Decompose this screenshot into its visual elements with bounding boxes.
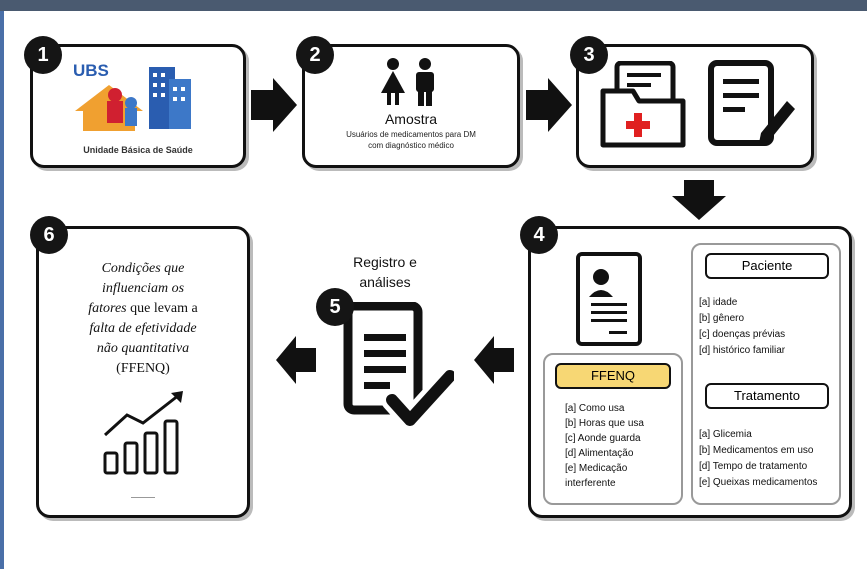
step2-number: 2 — [296, 36, 334, 74]
checklist-document-icon — [343, 302, 454, 431]
paciente-item: [d] histórico familiar — [699, 345, 786, 356]
step2-title: Amostra — [384, 111, 438, 127]
document-edit-icon — [708, 60, 795, 146]
paciente-list: [a] idade [b] gênero [c] doenças prévias… — [699, 295, 785, 359]
ffenq-item: [e] Medicação — [565, 463, 628, 474]
tratamento-item: [a] Glicemia — [699, 429, 752, 440]
step6-line-5: não quantitativa — [96, 341, 190, 356]
medical-folder-icon — [600, 61, 686, 148]
tratamento-item: [d] Tempo de tratamento — [699, 461, 808, 472]
paciente-item: [a] idade — [699, 297, 738, 308]
left-border — [0, 11, 4, 569]
tratamento-title: Tratamento — [705, 383, 829, 409]
tratamento-item: [e] Queixas medicamentos — [699, 477, 818, 488]
ffenq-panel — [543, 353, 683, 505]
ffenq-item: [d] Alimentação — [565, 448, 634, 459]
growth-chart-icon — [103, 391, 183, 475]
step6-line-4: falta de efetividade — [89, 321, 197, 336]
arrow-5-to-6-icon — [276, 336, 316, 384]
step2-box: Amostra Usuários de medicamentos para DM… — [302, 44, 520, 168]
step5-label-1: Registro e — [353, 254, 417, 270]
ffenq-item: interferente — [565, 478, 616, 489]
ffenq-item: [b] Horas que usa — [565, 418, 644, 429]
paciente-item: [b] gênero — [699, 313, 745, 324]
top-bar — [0, 0, 867, 11]
id-card-icon — [576, 252, 642, 346]
step3-number: 3 — [570, 36, 608, 74]
step2-subtitle-1: Usuários de medicamentos para DM — [346, 130, 476, 139]
step6-line-3a: fatores — [88, 301, 127, 316]
ubs-building-logo — [75, 67, 191, 131]
step6-box: Condições que influenciam os fatores que… — [36, 226, 250, 518]
paciente-item: [c] doenças prévias — [699, 329, 786, 340]
step1-number: 1 — [24, 36, 62, 74]
ffenq-item: [c] Aonde guarda — [565, 433, 641, 444]
tratamento-list: [a] Glicemia [b] Medicamentos em uso [d]… — [699, 427, 817, 491]
arrow-3-to-4-icon — [672, 180, 726, 220]
arrow-1-to-2-icon — [251, 78, 297, 132]
step2-subtitle-2: com diagnóstico médico — [368, 141, 454, 150]
step3-box — [576, 44, 814, 168]
ffenq-title: FFENQ — [555, 363, 671, 389]
paciente-panel — [691, 243, 841, 505]
step6-number: 6 — [30, 216, 68, 254]
arrow-2-to-3-icon — [526, 78, 572, 132]
step4-box: Paciente [a] idade [b] gênero [c] doença… — [528, 226, 852, 518]
ffenq-item: [a] Como usa — [565, 403, 625, 414]
step4-number: 4 — [520, 216, 558, 254]
ffenq-list: [a] Como usa [b] Horas que usa [c] Aonde… — [565, 401, 644, 491]
ubs-logo-text: UBS — [73, 61, 109, 80]
arrow-4-to-5-icon — [474, 336, 514, 384]
step5-number: 5 — [316, 288, 354, 326]
step6-line-1: Condições que — [101, 261, 185, 276]
step6-line-6: (FFENQ) — [116, 361, 170, 376]
paciente-title: Paciente — [705, 253, 829, 279]
ubs-caption: Unidade Básica de Saúde — [83, 145, 193, 155]
step1-box: UBS Unidade Básica de Saúde — [30, 44, 246, 168]
step5-label-2: análises — [359, 274, 411, 290]
step6-line-2: influenciam os — [101, 281, 185, 296]
step6-line-3b: que levam a — [126, 301, 198, 316]
tratamento-item: [b] Medicamentos em uso — [699, 445, 814, 456]
step6-line-3: fatores que levam a — [39, 299, 247, 319]
people-icon — [381, 58, 434, 106]
step6-text: Condições que influenciam os fatores que… — [39, 259, 247, 379]
step6-divider — [131, 497, 155, 498]
